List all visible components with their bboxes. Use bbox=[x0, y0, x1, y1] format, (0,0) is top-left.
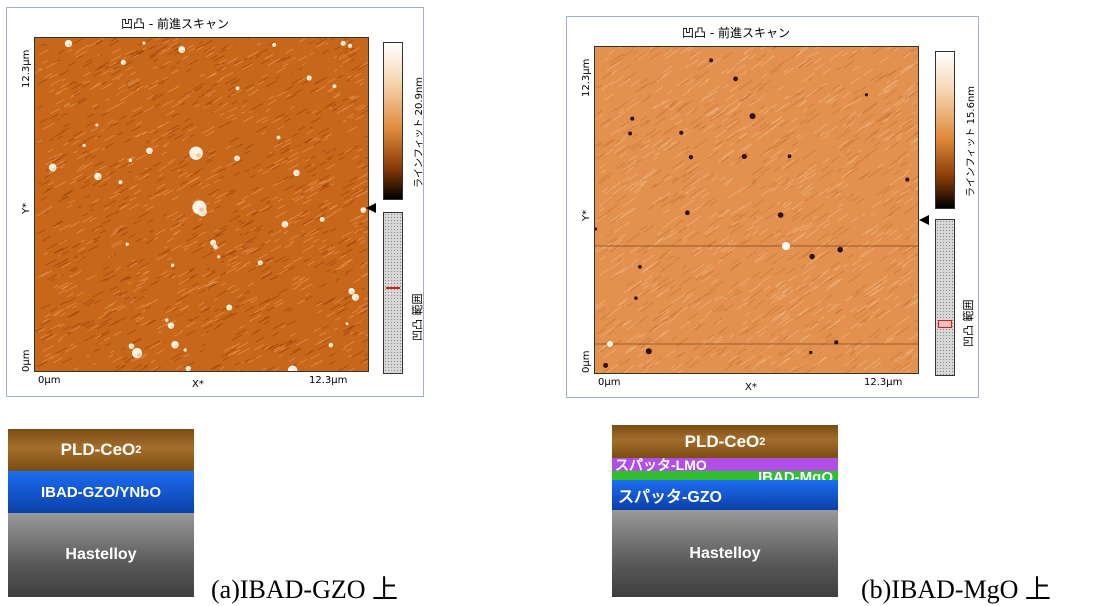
range-bar-b[interactable] bbox=[935, 219, 955, 376]
caption-b: (b)IBAD-MgO 上 bbox=[861, 575, 1051, 604]
range-bar-a[interactable] bbox=[383, 212, 403, 374]
panel-b-title: 凹凸 - 前進スキャン bbox=[682, 26, 790, 40]
x-axis-right-label-b: 12.3μm bbox=[864, 377, 903, 388]
layer-hastelloy-a: Hastelloy bbox=[8, 513, 194, 597]
layer-ceo2-a-text: PLD-CeO bbox=[60, 440, 136, 459]
colorbar-label-b: ラインフィット 15.6nm bbox=[966, 85, 977, 197]
afm-panel-b: 凹凸 - 前進スキャン 12.3μm Y* 0μm 0μm X* 12.3μm … bbox=[566, 16, 979, 398]
range-indicator-a bbox=[386, 287, 400, 289]
colorbar-b bbox=[935, 51, 955, 209]
layer-ceo2-a-sub: 2 bbox=[135, 444, 142, 456]
range-indicator-b bbox=[938, 320, 952, 328]
x-axis-label-a: X* bbox=[192, 379, 204, 390]
x-axis-left-label-a: 0μm bbox=[38, 375, 61, 386]
afm-panel-a: 凹凸 - 前進スキャン 12.3μm Y* 0μm 0μm X* 12.3μm … bbox=[6, 7, 425, 397]
layer-ceo2-b-sub: 2 bbox=[759, 435, 766, 448]
layer-hastelloy-b-text: Hastelloy bbox=[689, 544, 761, 562]
layer-gzo-ynbo-a-text: IBAD-GZO/YNbO bbox=[41, 483, 161, 501]
layer-lmo-b-text: スパッタ-LMO bbox=[615, 456, 707, 473]
range-marker-a[interactable] bbox=[366, 203, 376, 213]
layer-gzo-ynbo-a: IBAD-GZO/YNbO bbox=[8, 471, 194, 513]
y-axis-top-label-b: 12.3μm bbox=[581, 58, 592, 97]
afm-image-b bbox=[594, 46, 919, 374]
x-axis-right-label-a: 12.3μm bbox=[309, 375, 348, 386]
layer-hastelloy-a-text: Hastelloy bbox=[65, 546, 137, 563]
layer-lmo-b: スパッタ-LMO bbox=[612, 457, 838, 473]
x-axis-left-label-b: 0μm bbox=[598, 377, 621, 388]
y-axis-top-label-a: 12.3μm bbox=[21, 49, 32, 88]
y-axis-bottom-label-a: 0μm bbox=[21, 349, 32, 372]
y-axis-label-a: Y* bbox=[21, 202, 32, 214]
range-marker-b[interactable] bbox=[919, 215, 929, 225]
y-axis-label-b: Y* bbox=[581, 209, 592, 221]
panel-a-title: 凹凸 - 前進スキャン bbox=[121, 17, 229, 31]
x-axis-label-b: X* bbox=[745, 382, 757, 393]
range-label-a: 凹凸 範囲 bbox=[411, 293, 424, 342]
caption-a: (a)IBAD-GZO 上 bbox=[211, 575, 399, 604]
layer-hastelloy-b: Hastelloy bbox=[612, 510, 838, 597]
colorbar-a bbox=[383, 42, 403, 200]
y-axis-bottom-label-b: 0μm bbox=[581, 350, 592, 373]
layer-gzo-b: スパッタ-GZO bbox=[612, 480, 838, 510]
range-label-b: 凹凸 範囲 bbox=[962, 299, 975, 348]
layer-ceo2-b-text: PLD-CeO bbox=[684, 431, 760, 451]
afm-image-a bbox=[34, 37, 369, 372]
layer-gzo-b-text: スパッタ-GZO bbox=[618, 489, 722, 506]
colorbar-label-a: ラインフィット 20.9nm bbox=[414, 76, 425, 188]
layer-mgo-b bbox=[612, 471, 838, 480]
